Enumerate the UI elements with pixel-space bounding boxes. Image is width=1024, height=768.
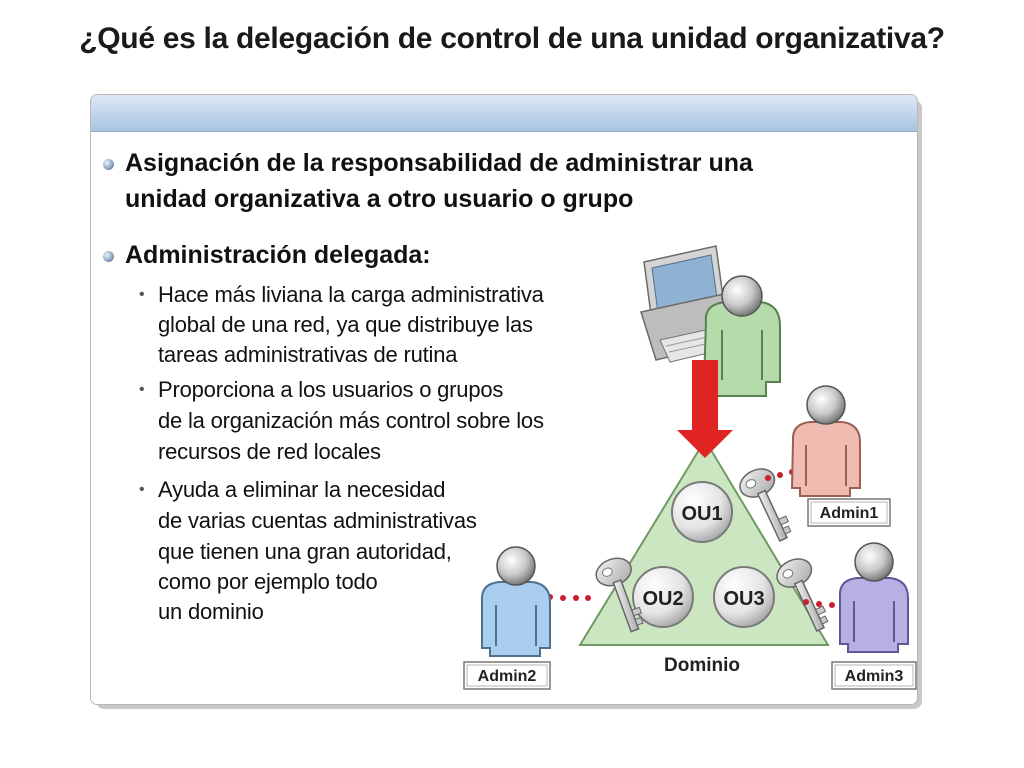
- admin1-user-icon: [790, 385, 861, 497]
- ou1-label: OU1: [681, 503, 722, 525]
- sub-bullet-1-line-3: tareas administrativas de rutina: [158, 342, 458, 367]
- domain-label: Dominio: [664, 655, 740, 676]
- ou1-node: OU1: [671, 481, 733, 543]
- admin2-user-icon: [480, 546, 551, 657]
- sub-bullet-3-line-5: un dominio: [158, 599, 264, 624]
- ou2-node: OU2: [632, 566, 694, 628]
- admin2-label: Admin2: [478, 668, 537, 685]
- bullet-1-line-1: Asignación de la responsabilidad de admi…: [125, 149, 753, 177]
- ou3-node: OU3: [713, 566, 775, 628]
- admin3-user-icon: [838, 542, 909, 653]
- sub-bullet-3-line-2: de varias cuentas administrativas: [158, 508, 477, 533]
- bullet-icon: [103, 251, 114, 262]
- delegator-user-icon: [702, 275, 781, 397]
- ou2-label: OU2: [642, 588, 683, 610]
- sub-bullet-1-line-1: Hace más liviana la carga administrativa: [158, 282, 544, 307]
- sub-bullet-3-line-3: que tienen una gran autoridad,: [158, 539, 452, 564]
- slide-title: ¿Qué es la delegación de control de una …: [79, 22, 945, 55]
- admin1-label: Admin1: [820, 505, 879, 522]
- sub-bullet-marker: •: [139, 381, 145, 398]
- admin3-label: Admin3: [845, 668, 904, 685]
- admin3-label-box: Admin3: [831, 661, 917, 690]
- sub-bullet-2-line-1: Proporciona a los usuarios o grupos: [158, 377, 504, 402]
- admin1-label-box: Admin1: [807, 498, 891, 527]
- admin2-label-box: Admin2: [463, 661, 551, 690]
- bullet-icon: [103, 159, 114, 170]
- bullet-2-line-1: Administración delegada:: [125, 241, 431, 269]
- bullet-1-line-2: unidad organizativa a otro usuario o gru…: [125, 185, 634, 213]
- sub-bullet-marker: •: [139, 286, 145, 303]
- sub-bullet-2-line-2: de la organización más control sobre los: [158, 408, 544, 433]
- key-icon: [776, 558, 829, 632]
- sub-bullet-3-line-1: Ayuda a eliminar la necesidad: [158, 477, 446, 502]
- sub-bullet-marker: •: [139, 481, 145, 498]
- sub-bullet-2-line-3: recursos de red locales: [158, 439, 381, 464]
- panel-header-bar: [91, 95, 917, 132]
- key-icon: [595, 557, 644, 633]
- ou3-label: OU3: [723, 588, 764, 610]
- delegation-arrow-icon: [677, 360, 733, 458]
- sub-bullet-1-line-2: global de una red, ya que distribuye las: [158, 312, 533, 337]
- sub-bullet-3-line-4: como por ejemplo todo: [158, 569, 378, 594]
